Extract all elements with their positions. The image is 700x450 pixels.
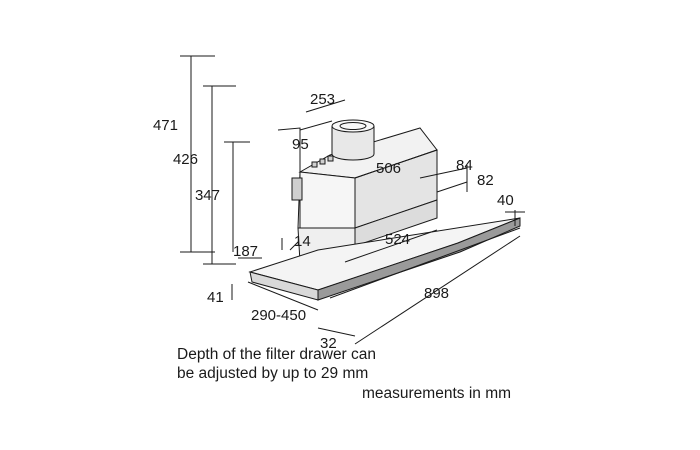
exhaust-collar [331, 119, 375, 161]
drawer-side [249, 271, 319, 301]
dim-label-426: 426 [173, 151, 198, 168]
dim-label-506: 506 [376, 160, 401, 177]
hood-left-face [297, 171, 356, 229]
lower-body-side [354, 199, 438, 247]
dim-label-471: 471 [153, 117, 178, 134]
dim-label-84: 84 [456, 157, 473, 174]
drawer-rail [329, 227, 521, 299]
dimension-labels: 471 426 347 253 95 506 84 82 40 14 187 5… [153, 91, 514, 352]
filter-drawer-note: Depth of the filter drawer can be adjust… [177, 346, 377, 382]
dimension-lines [180, 55, 525, 345]
dim-label-898: 898 [424, 285, 449, 302]
units-note: measurements in mm [362, 385, 512, 402]
dim-label-187: 187 [233, 243, 258, 260]
hood-body [248, 119, 521, 301]
dim-label-40: 40 [497, 192, 514, 209]
dim-label-95: 95 [292, 136, 309, 153]
dim-label-253: 253 [310, 91, 335, 108]
dim-label-32: 32 [320, 335, 337, 352]
dim-label-290-450: 290-450 [251, 307, 306, 324]
mount-bracket [291, 177, 303, 201]
dim-label-347: 347 [195, 187, 220, 204]
control-knobs [311, 155, 334, 168]
dim-label-524: 524 [385, 231, 410, 248]
dim-label-14: 14 [294, 233, 311, 250]
dim-label-41: 41 [207, 289, 224, 306]
dim-label-82: 82 [477, 172, 494, 189]
